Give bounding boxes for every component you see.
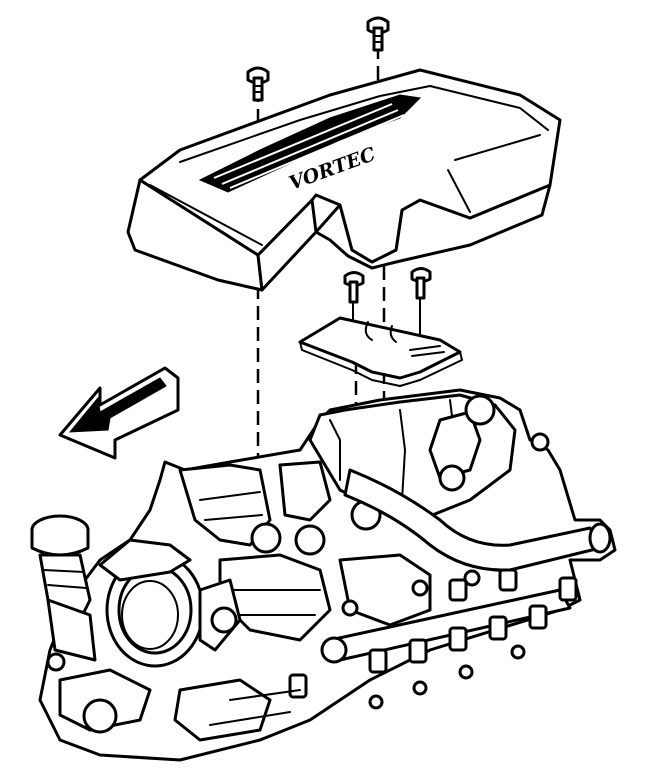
intake-manifold[interactable]	[38, 388, 617, 762]
engine-cover[interactable]: VORTEC	[126, 68, 562, 292]
oil-filler-neck[interactable]	[30, 514, 97, 662]
bracket-bolt-right[interactable]	[410, 267, 432, 336]
cover-bolt-left[interactable]	[246, 66, 270, 102]
manifold-bolts	[341, 569, 526, 710]
cover-bracket[interactable]	[298, 316, 463, 387]
lower-left-components	[46, 652, 301, 742]
throttle-body[interactable]	[98, 538, 242, 668]
front-arrow-icon	[58, 366, 180, 460]
cover-bolt-right[interactable]	[366, 16, 390, 52]
